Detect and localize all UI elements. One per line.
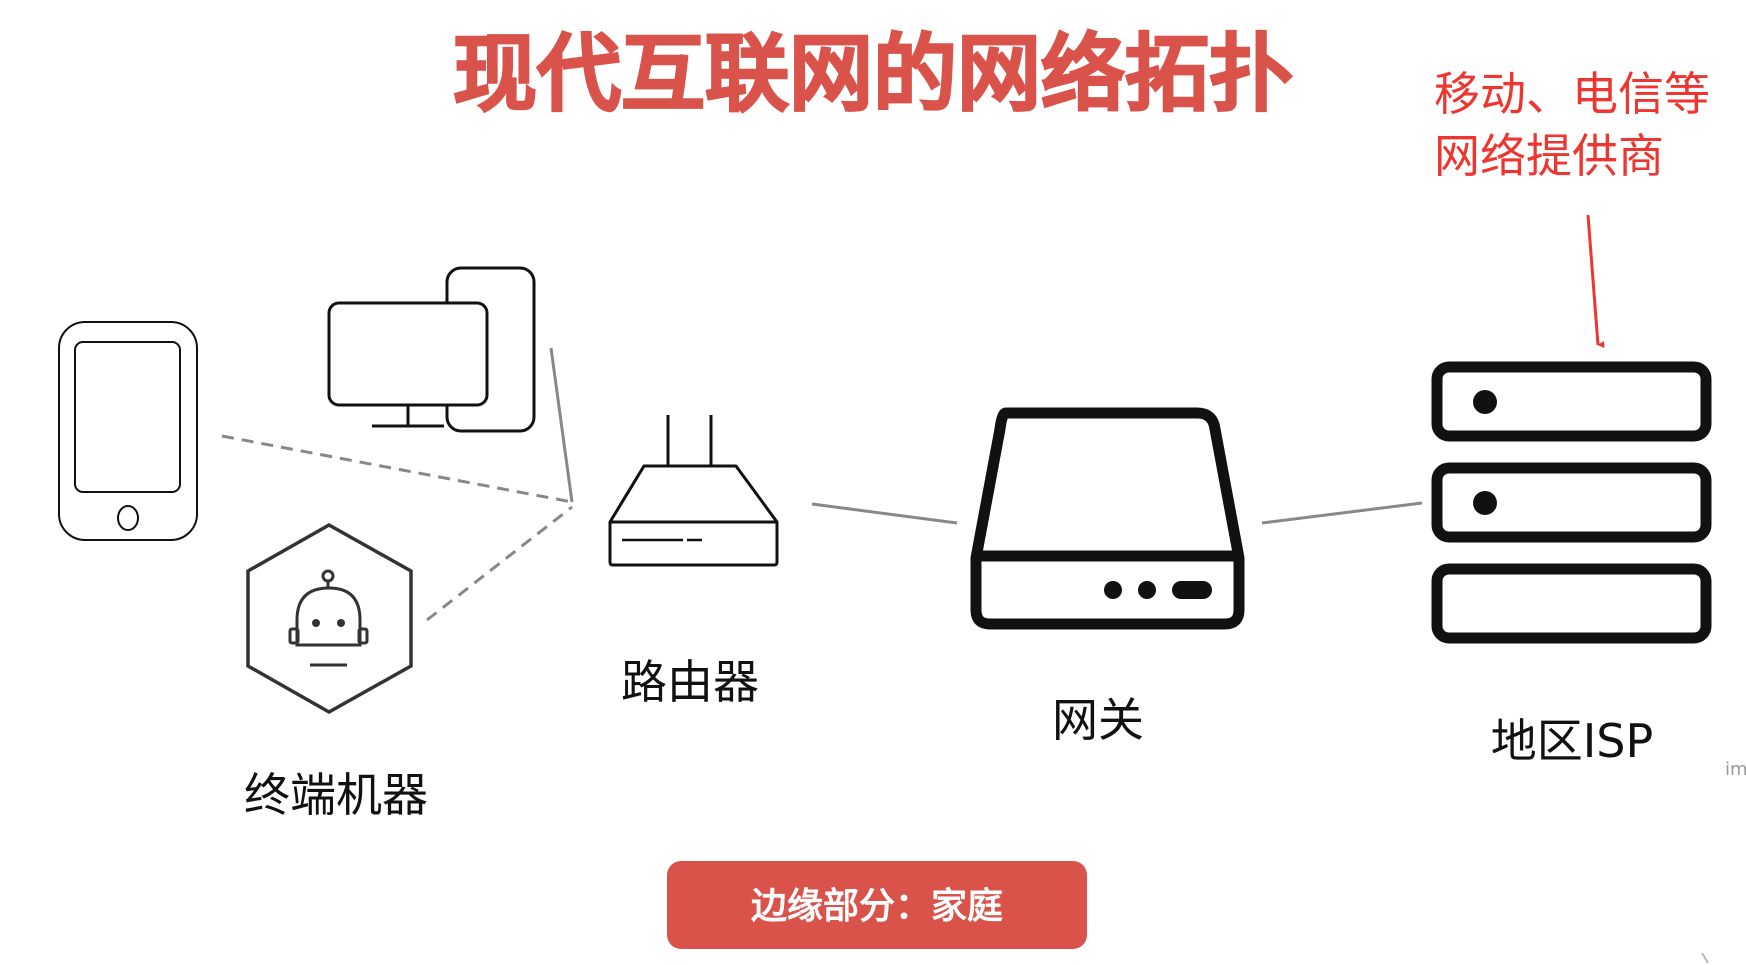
page-title: 现代互联网的网络拓扑: [453, 25, 1293, 123]
annotation-line-1: 移动、电信等: [1434, 67, 1710, 121]
robot-icon: [246, 522, 413, 715]
label-terminals: 终端机器: [244, 768, 428, 822]
server-rack-icon: [1431, 361, 1712, 644]
link-gateway-isp: [1261, 501, 1423, 525]
link-robot-router: [426, 505, 573, 622]
router-icon: [608, 415, 779, 567]
label-isp: 地区ISP: [1491, 714, 1654, 768]
gateway-box-icon: [970, 407, 1245, 630]
annotation-arrow: [1586, 214, 1605, 349]
label-gateway: 网关: [1052, 693, 1144, 747]
link-computer-router: [549, 347, 574, 503]
annotation-line-2: 网络提供商: [1434, 129, 1664, 183]
link-router-gateway: [811, 502, 958, 525]
section-button-edge-home[interactable]: 边缘部分：家庭: [667, 861, 1087, 949]
desktop-computer-icon: [327, 266, 536, 433]
section-button-label: 边缘部分：家庭: [751, 886, 1003, 927]
label-router: 路由器: [621, 655, 759, 709]
smartphone-icon: [58, 321, 198, 541]
corner-text: im: [1725, 759, 1746, 780]
link-phone-router: [221, 434, 573, 504]
corner-mark: [1701, 952, 1709, 964]
